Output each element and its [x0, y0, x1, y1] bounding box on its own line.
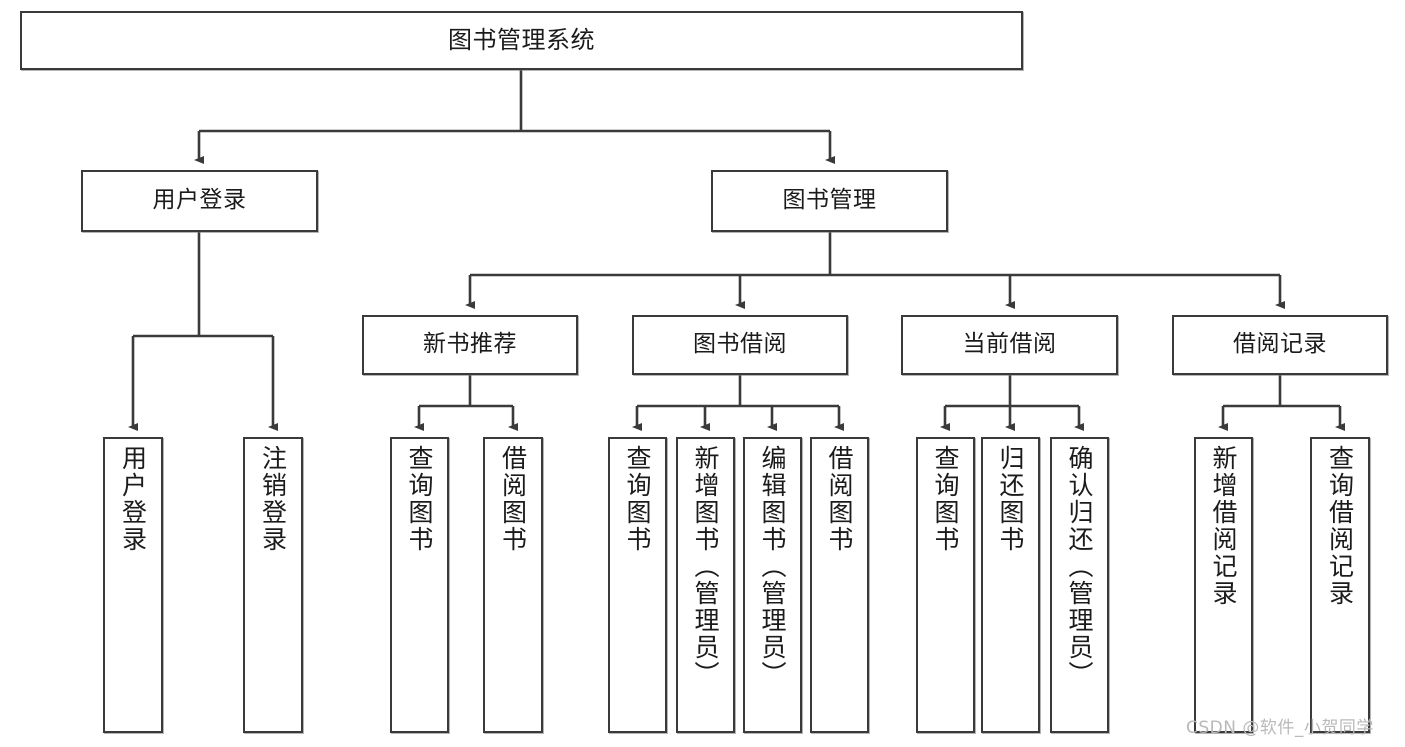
node-leaf-query-book-1[interactable]: 查询图书	[390, 437, 449, 733]
node-label: 当前借阅	[962, 331, 1057, 358]
node-user-login[interactable]: 用户登录	[81, 170, 318, 232]
node-leaf-confirm-return[interactable]: 确认归还（管理员）	[1050, 437, 1109, 733]
node-book-management-system[interactable]: 图书管理系统	[20, 11, 1023, 70]
node-label: 归还图书	[996, 445, 1025, 553]
node-leaf-query-book-2[interactable]: 查询图书	[608, 437, 667, 733]
node-leaf-user-login[interactable]: 用户登录	[103, 437, 163, 733]
node-label: 新书推荐	[423, 331, 517, 358]
node-label: 新增图书（管理员）	[691, 445, 720, 688]
node-leaf-add-record[interactable]: 新增借阅记录	[1194, 437, 1253, 733]
node-label: 借阅图书	[825, 445, 854, 553]
node-label: 借阅图书	[498, 445, 528, 553]
node-label: 查询图书	[405, 445, 434, 553]
node-book-manage[interactable]: 图书管理	[711, 170, 948, 232]
node-label: 图书管理	[782, 187, 877, 214]
node-leaf-add-book[interactable]: 新增图书（管理员）	[676, 437, 735, 733]
node-leaf-borrow-book-1[interactable]: 借阅图书	[483, 437, 543, 733]
node-leaf-return-book[interactable]: 归还图书	[981, 437, 1040, 733]
node-label: 图书管理系统	[448, 26, 595, 55]
node-label: 注销登录	[258, 445, 288, 553]
node-label: 用户登录	[118, 445, 148, 553]
node-label: 编辑图书（管理员）	[758, 445, 787, 688]
node-label: 新增借阅记录	[1209, 445, 1238, 607]
node-leaf-edit-book[interactable]: 编辑图书（管理员）	[743, 437, 802, 733]
node-leaf-logout[interactable]: 注销登录	[243, 437, 303, 733]
node-label: 用户登录	[152, 187, 247, 214]
node-current-borrow[interactable]: 当前借阅	[901, 315, 1118, 375]
node-borrow-record[interactable]: 借阅记录	[1172, 315, 1388, 375]
node-label: 查询借阅记录	[1325, 445, 1355, 607]
node-label: 借阅记录	[1233, 331, 1327, 358]
node-leaf-borrow-book-2[interactable]: 借阅图书	[810, 437, 869, 733]
node-label: 图书借阅	[693, 331, 787, 358]
node-new-book-recommend[interactable]: 新书推荐	[362, 315, 578, 375]
csdn-watermark: CSDN @软件_小贺同学	[1186, 718, 1374, 738]
node-label: 确认归还（管理员）	[1065, 445, 1094, 688]
node-label: 查询图书	[623, 445, 652, 553]
node-label: 查询图书	[931, 445, 960, 553]
node-book-borrow[interactable]: 图书借阅	[632, 315, 848, 375]
node-leaf-query-book-3[interactable]: 查询图书	[916, 437, 975, 733]
node-leaf-query-record[interactable]: 查询借阅记录	[1310, 437, 1370, 733]
